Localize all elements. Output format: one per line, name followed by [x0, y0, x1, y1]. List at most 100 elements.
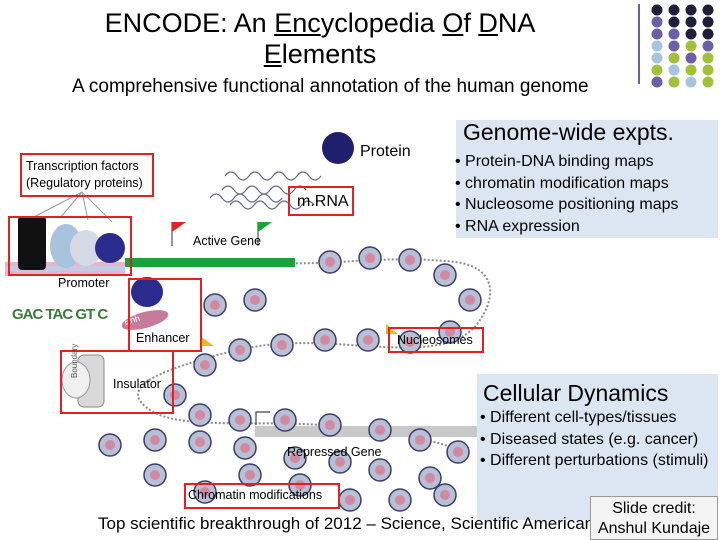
insulator-label: Insulator [113, 377, 161, 391]
decorative-dot [685, 4, 697, 16]
nucleosomes-box [388, 327, 484, 353]
decorative-dot [668, 52, 680, 64]
decorative-dot [651, 40, 663, 52]
nucleosome-core [195, 437, 205, 447]
chromatin-diagram [5, 132, 492, 512]
nucleosomes-label: Nucleosomes [397, 333, 473, 347]
nucleosome-core [325, 420, 335, 430]
decorative-dot [651, 76, 663, 88]
decorative-dot [702, 16, 714, 28]
nucleosome-core [150, 435, 160, 445]
list-item: • chromatin modification maps [455, 174, 669, 192]
nucleosome-core [405, 255, 415, 265]
decorative-dot [702, 40, 714, 52]
mrna-label: m.RNA [297, 193, 349, 210]
nucleosome-group [98, 246, 482, 512]
decorative-dot [651, 52, 663, 64]
genome-wide-title: Genome-wide expts. [463, 119, 674, 145]
active-gene-flags [171, 222, 272, 246]
decorative-dot [685, 64, 697, 76]
decorative-dot [668, 76, 680, 88]
decorative-dot [668, 64, 680, 76]
slide-title: ENCODE: An Encyclopedia Of DNA Elements [104, 8, 536, 69]
nucleosome-core [395, 495, 405, 505]
decorative-dot [685, 28, 697, 40]
list-item: • Different cell-types/tissues [480, 409, 677, 426]
nucleosome-core [200, 360, 210, 370]
nucleosome-core [345, 495, 355, 505]
nucleosome-core [200, 487, 210, 497]
slide-credit-box: Slide credit:Anshul Kundaje [590, 496, 718, 540]
list-item: • RNA expression [455, 217, 580, 235]
cellular-dynamics-title: Cellular Dynamics [483, 380, 669, 406]
nucleosome-core [365, 253, 375, 263]
nucleosome-core [363, 335, 373, 345]
footer-text: Top scientific breakthrough of 2012 – Sc… [98, 514, 595, 533]
nucleosome-core [440, 270, 450, 280]
genome-wide-list: • Protein-DNA binding maps • chromatin m… [455, 151, 717, 237]
cellular-dynamics-list: • Different cell-types/tissues • Disease… [480, 407, 718, 472]
tf-protein-white [70, 230, 102, 266]
protein-label: Protein [360, 143, 411, 160]
nucleosome-core [415, 435, 425, 445]
list-item: • Nucleosome positioning maps [455, 196, 679, 214]
insulator-box [60, 350, 174, 414]
nucleosome-core [277, 340, 287, 350]
nucleosome-core [465, 295, 475, 305]
cellular-dynamics-panel [477, 374, 718, 520]
decorative-dot [668, 4, 680, 16]
decorative-dot [651, 16, 663, 28]
decorative-divider [638, 4, 640, 84]
slide-subtitle: A comprehensive functional annotation of… [72, 76, 589, 97]
promoter-box [8, 216, 132, 276]
nucleosome-core [210, 300, 220, 310]
decorative-dot [685, 76, 697, 88]
promoter-label: Promoter [58, 276, 110, 290]
nucleosome-core [245, 470, 255, 480]
enhancer-protein [121, 310, 169, 330]
nucleosome-core [375, 465, 385, 475]
nucleosome-core [150, 470, 160, 480]
nucleosome-core [195, 410, 205, 420]
enhancer-label: Enhancer [136, 331, 190, 345]
mrna-box [288, 186, 354, 216]
decorative-dot [668, 28, 680, 40]
promoter-protein [131, 277, 163, 307]
decorative-dot [685, 16, 697, 28]
nucleosome-core [280, 415, 290, 425]
nucleosome-core [240, 443, 250, 453]
chromatin-modifications-label: Chromatin modifications [188, 488, 323, 502]
transcription-factors-box [20, 153, 154, 197]
tf-protein-navy [95, 233, 125, 263]
enhancer-box [128, 278, 202, 352]
list-item: • Different perturbations (stimuli) [480, 452, 709, 470]
nucleosome-core [325, 257, 335, 267]
nucleosome-core [295, 480, 305, 490]
active-gene-label: Active Gene [193, 234, 262, 248]
nucleosome-core [425, 473, 435, 483]
nucleosome-core [250, 295, 260, 305]
repressed-gene-bar [255, 426, 480, 437]
list-item: • Protein-DNA binding maps [455, 153, 654, 170]
nucleosome-core [405, 337, 415, 347]
nucleosome-core [375, 425, 385, 435]
genome-wide-panel [456, 120, 718, 238]
nucleosome-core [235, 345, 245, 355]
nucleosome-core [453, 447, 463, 457]
decorative-dot [668, 40, 680, 52]
decorative-dot-grid [651, 4, 714, 88]
decorative-dot [702, 28, 714, 40]
repressed-gene-label: Repressed Gene [287, 445, 382, 459]
sequence-motif-logo: GAC TAC GT C [12, 306, 108, 323]
active-gene-bar [125, 258, 295, 267]
nucleosome-core [320, 335, 330, 345]
transcription-factors-label: Transcription factors (Regulatory protei… [26, 159, 143, 190]
decorative-dot [702, 76, 714, 88]
decorative-dot [702, 64, 714, 76]
list-item: • Diseased states (e.g. cancer) [480, 430, 699, 448]
decorative-dot [685, 40, 697, 52]
decorative-dot [651, 28, 663, 40]
decorative-dot [685, 52, 697, 64]
boundary-label: Boundary [70, 343, 79, 378]
decorative-dot [702, 4, 714, 16]
